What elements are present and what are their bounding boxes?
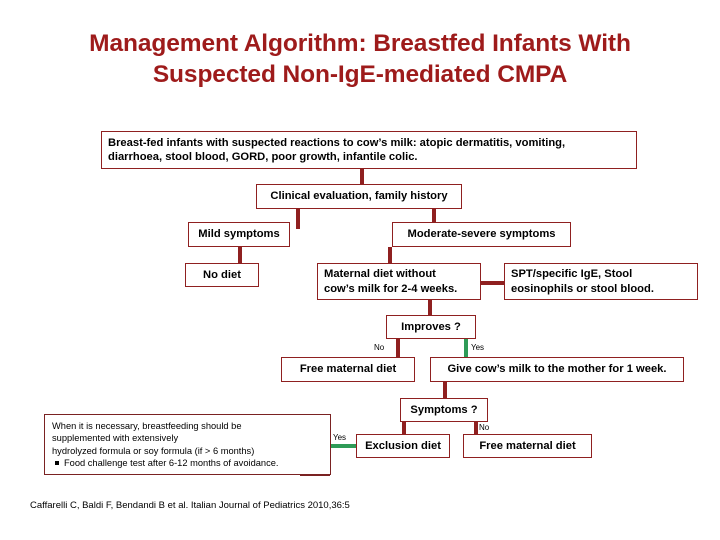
bullet-square-icon (55, 461, 59, 466)
node-give-cows-milk[interactable]: Give cow’s milk to the mother for 1 week… (430, 357, 684, 382)
edge-label-improves-no: No (374, 343, 385, 352)
node-maternal-diet[interactable]: Maternal diet without cow’s milk for 2-4… (317, 263, 481, 300)
node-presentation[interactable]: Breast-fed infants with suspected reacti… (101, 131, 637, 169)
node-exclusion-diet[interactable]: Exclusion diet (356, 434, 450, 458)
note-bullet-1-label: Food challenge test after 6-12 months of… (64, 458, 279, 469)
mild-symptoms-label: Mild symptoms (198, 228, 280, 241)
moderate-severe-symptoms-label: Moderate-severe symptoms (407, 228, 556, 241)
connector-maternaldiet-to-improves (428, 299, 432, 316)
edge-label-improves-yes: Yes (471, 343, 485, 352)
connector-presentation-to-clinical (360, 168, 364, 190)
node-free-maternal-diet-1[interactable]: Free maternal diet (281, 357, 415, 382)
edge-label-symptoms-no: No (479, 423, 490, 432)
node-improves-decision[interactable]: Improves ? (386, 315, 476, 339)
symptoms-label: Symptoms ? (410, 403, 478, 416)
connector-improves-yes (464, 339, 468, 358)
spt-line-2: eosinophils or stool blood. (511, 282, 654, 295)
node-supplementation-note[interactable]: When it is necessary, breastfeeding shou… (44, 414, 331, 475)
connector-symptoms-no (474, 422, 478, 435)
node-moderate-severe-symptoms[interactable]: Moderate-severe symptoms (392, 222, 571, 247)
edge-label-symptoms-yes: Yes (333, 433, 347, 442)
clinical-evaluation-label: Clinical evaluation, family history (270, 190, 448, 203)
citation-text: Caffarelli C, Baldi F, Bendandi B et al.… (30, 500, 350, 511)
connector-symptoms-to-exclusiondiet (402, 422, 406, 435)
maternal-diet-line-1: Maternal diet without (324, 268, 436, 280)
node-clinical-evaluation[interactable]: Clinical evaluation, family history (256, 184, 462, 209)
connector-clinical-to-mild (296, 209, 300, 229)
note-bullet-item: Food challenge test after 6-12 months of… (52, 457, 323, 469)
exclusion-diet-label: Exclusion diet (365, 439, 441, 452)
free-maternal-diet-1-label: Free maternal diet (299, 363, 397, 376)
note-line-1: When it is necessary, breastfeeding shou… (52, 421, 242, 431)
connector-note-to-exclusiondiet (328, 444, 358, 448)
spt-line-1: SPT/specific IgE, Stool (511, 268, 633, 280)
title-line-1: Management Algorithm: Breastfed Infants … (89, 30, 631, 57)
connector-maternaldiet-to-spt (480, 281, 505, 285)
free-maternal-diet-2-label: Free maternal diet (479, 439, 576, 452)
node-symptoms-decision[interactable]: Symptoms ? (400, 398, 488, 422)
presentation-line-2: diarrhoea, stool blood, GORD, poor growt… (108, 151, 418, 163)
give-cows-milk-label: Give cow’s milk to the mother for 1 week… (447, 363, 667, 376)
maternal-diet-line-2: cow’s milk for 2-4 weeks. (324, 282, 458, 295)
connector-mild-to-nodiet (238, 247, 242, 264)
node-no-diet[interactable]: No diet (185, 263, 259, 287)
note-line-3: hydrolyzed formula or soy formula (if > … (52, 445, 255, 456)
improves-label: Improves ? (401, 320, 461, 333)
connector-clinical-to-moderate (432, 209, 436, 229)
note-line-2: supplemented with extensively (52, 433, 179, 444)
presentation-line-1: Breast-fed infants with suspected reacti… (108, 136, 566, 149)
page-title: Management Algorithm: Breastfed Infants … (20, 28, 700, 90)
node-spt-tests[interactable]: SPT/specific IgE, Stool eosinophils or s… (504, 263, 698, 300)
node-free-maternal-diet-2[interactable]: Free maternal diet (463, 434, 592, 458)
title-line-2: Suspected Non-IgE-mediated CMPA (152, 61, 568, 88)
no-diet-label: No diet (203, 268, 241, 281)
connector-moderate-to-maternaldiet (388, 247, 392, 264)
node-mild-symptoms[interactable]: Mild symptoms (188, 222, 290, 247)
connector-cowsmilk-to-symptoms (443, 382, 447, 399)
connector-improves-no (396, 339, 400, 358)
